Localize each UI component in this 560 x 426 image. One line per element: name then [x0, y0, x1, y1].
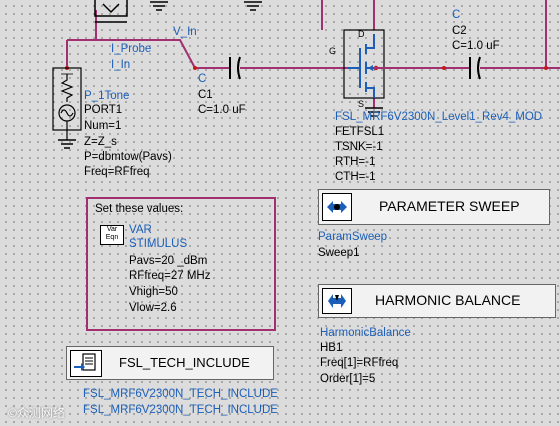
tech-include-name-second: FSL_MRF6V2300N_TECH_INCLUDE [83, 404, 278, 416]
c2-name-label: C2 [452, 25, 467, 37]
param-sweep-button-label: PARAMETER SWEEP [379, 198, 520, 214]
var-vlow: Vlow=2.6 [129, 302, 177, 314]
port-freq-label: Freq=RFfreq [84, 166, 150, 178]
param-sweep-controller[interactable]: PARAMETER SWEEP [318, 189, 550, 225]
harmonic-balance-freq-label: Freq[1]=RFfreq [320, 357, 399, 369]
tech-include-icon [70, 350, 102, 377]
c1-symbol-label: C [198, 73, 207, 85]
param-sweep-type-label: ParamSweep [318, 231, 388, 243]
tech-include-name-blue: FSL_MRF6V2300N_TECH_INCLUDE [83, 388, 278, 400]
transistor-rth-label: RTH=-1 [335, 156, 376, 168]
var-vhigh: Vhigh=50 [129, 286, 178, 298]
port-source-symbol [52, 67, 82, 140]
tech-include-button-label: FSL_TECH_INCLUDE [119, 355, 250, 370]
var-type-label: VAR [129, 224, 152, 236]
port-power-label: P=dbmtow(Pavs) [84, 151, 172, 163]
transistor-symbol [343, 29, 385, 99]
var-pavs: Pavs=20 _dBm [129, 255, 208, 267]
watermark: ©众测网络 [8, 406, 65, 420]
i-probe-symbol [94, 0, 128, 23]
wire-top-left [67, 39, 196, 69]
pin-d-label: D [358, 29, 365, 39]
c1-name-label: C1 [198, 89, 213, 101]
note-box[interactable] [86, 197, 276, 331]
port-z-label: Z=Z_s [84, 136, 117, 148]
var-rffreq: RFfreq=27 MHz [129, 270, 211, 282]
capacitor-c1-symbol [229, 56, 241, 80]
wire-label-v-in: V_In [173, 26, 197, 38]
transistor-tsnk-label: TSNK=-1 [335, 141, 383, 153]
note-title: Set these values: [95, 203, 184, 215]
c2-value-label: C=1.0 uF [452, 40, 500, 52]
param-sweep-name-label: Sweep1 [318, 247, 360, 259]
harmonic-balance-order-label: Order[1]=5 [320, 373, 376, 385]
var-name-label: STIMULUS [129, 238, 188, 250]
top-ground-symbols [150, 1, 262, 11]
param-sweep-icon [322, 193, 352, 221]
harmonic-balance-icon [322, 288, 352, 314]
harmonic-balance-name-label: HB1 [320, 342, 343, 354]
c1-value-label: C=1.0 uF [198, 104, 246, 116]
port-ground-symbol [58, 139, 76, 149]
source-ground-symbol [365, 107, 383, 117]
port-num-label: Num=1 [84, 120, 122, 132]
wire-node-dots [65, 66, 548, 70]
var-eqn-icon[interactable]: Var Eqn [100, 225, 124, 245]
probe-name-label: I_In [111, 59, 131, 71]
c2-symbol-label: C [452, 9, 461, 21]
harmonic-balance-controller[interactable]: HARMONIC BALANCE [318, 284, 556, 318]
port-type-label: P_1Tone [84, 90, 130, 102]
probe-type-label: I_Probe [111, 43, 152, 55]
port-name-label: PORT1 [84, 104, 123, 116]
harmonic-balance-button-label: HARMONIC BALANCE [375, 292, 521, 308]
transistor-model-label: FSL_MRF6V2300N_Level1_Rev4_MOD [335, 111, 543, 123]
transistor-name-label: FETFSL1 [335, 126, 385, 138]
transistor-cth-label: CTH=-1 [335, 171, 376, 183]
pin-g-label: G [329, 46, 337, 56]
harmonic-balance-type-label: HarmonicBalance [320, 327, 411, 339]
pin-s-label: S [358, 99, 365, 109]
tech-include-block[interactable]: FSL_TECH_INCLUDE [66, 346, 274, 380]
capacitor-c2-symbol [469, 56, 481, 80]
